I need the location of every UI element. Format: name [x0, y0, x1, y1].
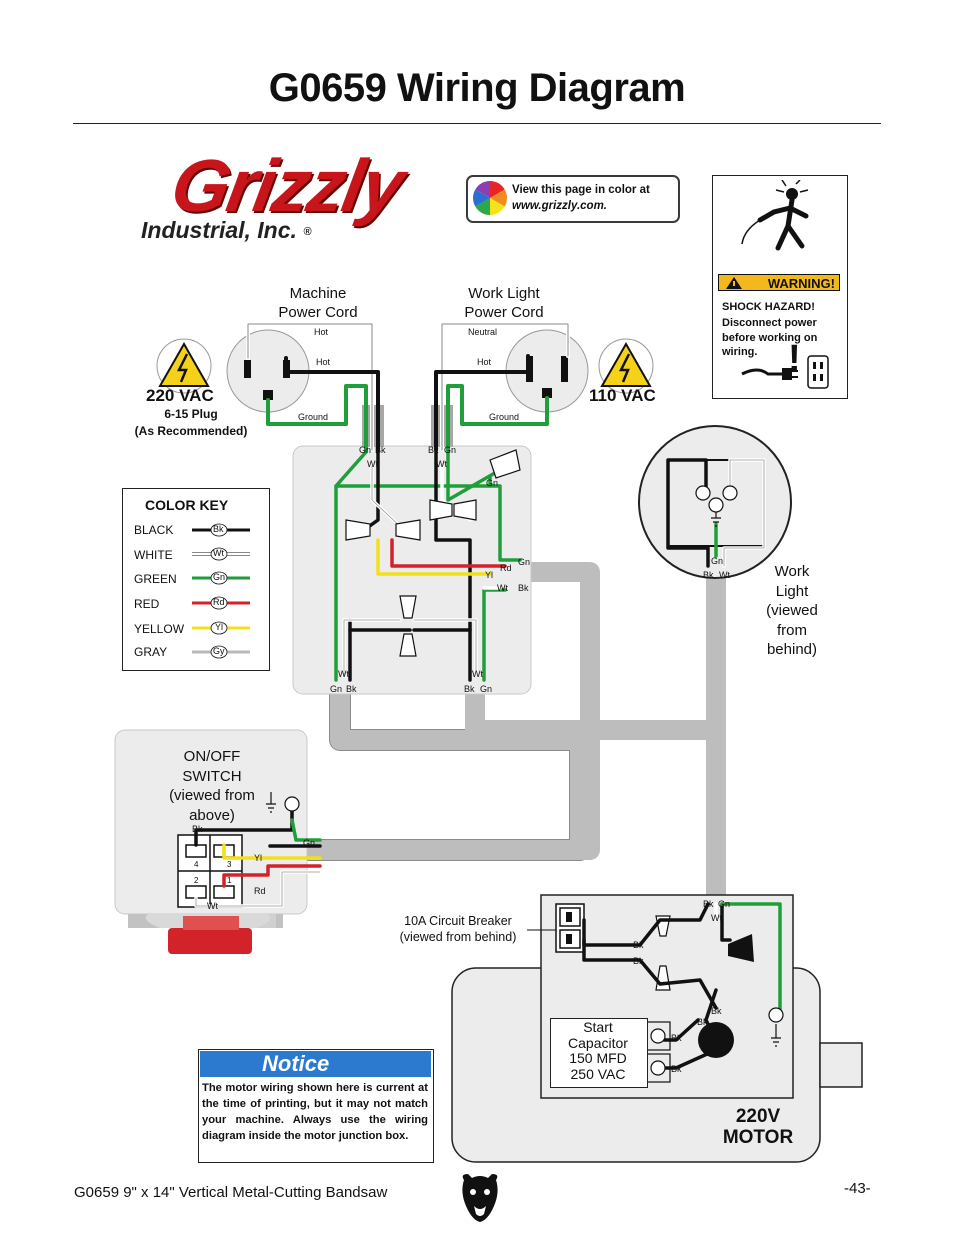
switch-label: ON/OFF SWITCH (viewed from above): [169, 748, 255, 824]
switch-terminal-2: 2: [194, 876, 199, 885]
tag-bk: Bk: [346, 684, 357, 694]
warning-bar-text: WARNING!: [767, 276, 835, 291]
tag-bk: Bk: [711, 1006, 722, 1016]
plug-type-label: 6-15 Plug (As Recommended): [134, 407, 248, 438]
light-hot: Hot: [477, 357, 492, 367]
switch-terminal-4: 4: [194, 860, 199, 869]
tag-wt: Wt: [436, 459, 447, 469]
notice-body: The motor wiring shown here is current a…: [202, 1082, 428, 1142]
bear-head-icon: [462, 1174, 498, 1222]
page-title: G0659 Wiring Diagram: [268, 66, 686, 110]
capacitor-box: [550, 1018, 648, 1088]
warning-bar: WARNING!: [718, 274, 840, 291]
machine-hot-1: Hot: [314, 327, 329, 337]
tag-bk: Bk: [192, 824, 203, 834]
light-ground: Ground: [489, 412, 520, 422]
color-key-label: BLACK: [134, 523, 174, 537]
color-note-box: [466, 175, 680, 223]
capacitor-label: Start Capacitor 150 MFD 250 VAC: [568, 1019, 628, 1082]
tag-bk: Bk: [464, 684, 475, 694]
tag-wt: Wt: [711, 913, 722, 923]
switch-terminal-1: 1: [227, 876, 232, 885]
tag-gn: Gn: [444, 445, 457, 455]
breaker-label: 10A Circuit Breaker (viewed from behind): [399, 914, 517, 944]
tag-rd: Rd: [254, 886, 266, 896]
tag-gn: Gn: [303, 838, 316, 848]
switch-terminal-3: 3: [227, 860, 232, 869]
tag-yl: Yl: [254, 853, 263, 863]
plug-outlet-icon: [741, 355, 829, 389]
tag-wt: Wt: [472, 669, 483, 679]
tag-gn: Gn: [711, 556, 724, 566]
tag-bk: Bk: [703, 899, 714, 909]
tag-wt: Wt: [338, 669, 349, 679]
color-key-label: GREEN: [134, 572, 177, 586]
tag-gn: Gn: [518, 557, 531, 567]
color-key-code: Bk: [213, 524, 224, 534]
tag-gn: Gn: [359, 445, 372, 455]
color-key-swatches: [192, 523, 250, 659]
tag-gn: Gn: [480, 684, 493, 694]
tag-wt: Wt: [367, 459, 378, 469]
tag-bk: Bk: [703, 570, 714, 580]
tag-bk: Bk: [633, 940, 644, 950]
page-number: -43-: [844, 1180, 871, 1197]
color-key-title: COLOR KEY: [145, 497, 229, 513]
tag-gn: Gn: [486, 478, 499, 488]
machine-ground: Ground: [298, 412, 329, 422]
tag-yl: Yl: [485, 570, 494, 580]
notice-heading: Notice: [200, 1051, 431, 1077]
warning-heading: SHOCK HAZARD!: [722, 301, 815, 313]
color-key-label: RED: [134, 597, 160, 611]
footer-model: G0659 9" x 14" Vertical Metal-Cutting Ba…: [74, 1184, 388, 1201]
color-wheel-icon: [473, 181, 507, 215]
color-key-code: Gy: [213, 646, 225, 656]
tag-bk: Bk: [633, 956, 644, 966]
tag-wt: Wt: [719, 570, 730, 580]
color-key-code: Wt: [213, 548, 224, 558]
tag-gn: Gn: [330, 684, 343, 694]
tag-bk: Bk: [428, 445, 439, 455]
tag-bk: Bk: [697, 1017, 708, 1027]
warning-body: Disconnect power before working on wirin…: [722, 317, 818, 358]
motor-label: 220V MOTOR: [722, 1106, 794, 1148]
warning-triangle-icon: [725, 276, 743, 294]
shock-figure-icon: [741, 180, 809, 251]
grizzly-logo: Grizzly Industrial, Inc. ®: [137, 143, 442, 248]
color-key-code: Rd: [213, 597, 225, 607]
work-light-label: Work Light (viewed from behind): [766, 563, 818, 658]
tag-bk: Bk: [518, 583, 529, 593]
light-voltage: 110 VAC: [589, 386, 656, 405]
tag-rd: Rd: [500, 563, 512, 573]
tag-gn: Gn: [718, 899, 731, 909]
tag-wt: Wt: [497, 583, 508, 593]
light-cord-label: Work Light Power Cord: [464, 285, 544, 321]
logo-subtitle: Industrial, Inc. ®: [141, 217, 312, 243]
tag-wt: Wt: [207, 901, 218, 911]
color-note-text: View this page in color at www.grizzly.c…: [512, 184, 650, 212]
title-rule: [73, 123, 881, 124]
tag-bk: Bk: [671, 1033, 682, 1043]
tag-bk: Bk: [671, 1064, 682, 1074]
color-key-code: Yl: [215, 622, 224, 632]
color-key-code: Gn: [213, 572, 226, 582]
machine-cord-label: Machine Power Cord: [278, 285, 358, 321]
color-key-label: WHITE: [134, 548, 173, 562]
light-neutral: Neutral: [468, 327, 498, 337]
machine-voltage: 220 VAC: [146, 386, 214, 405]
color-key-label: GRAY: [134, 645, 168, 659]
color-key-label: YELLOW: [134, 622, 185, 636]
machine-hot-2: Hot: [316, 357, 331, 367]
tag-bk: Bk: [375, 445, 386, 455]
